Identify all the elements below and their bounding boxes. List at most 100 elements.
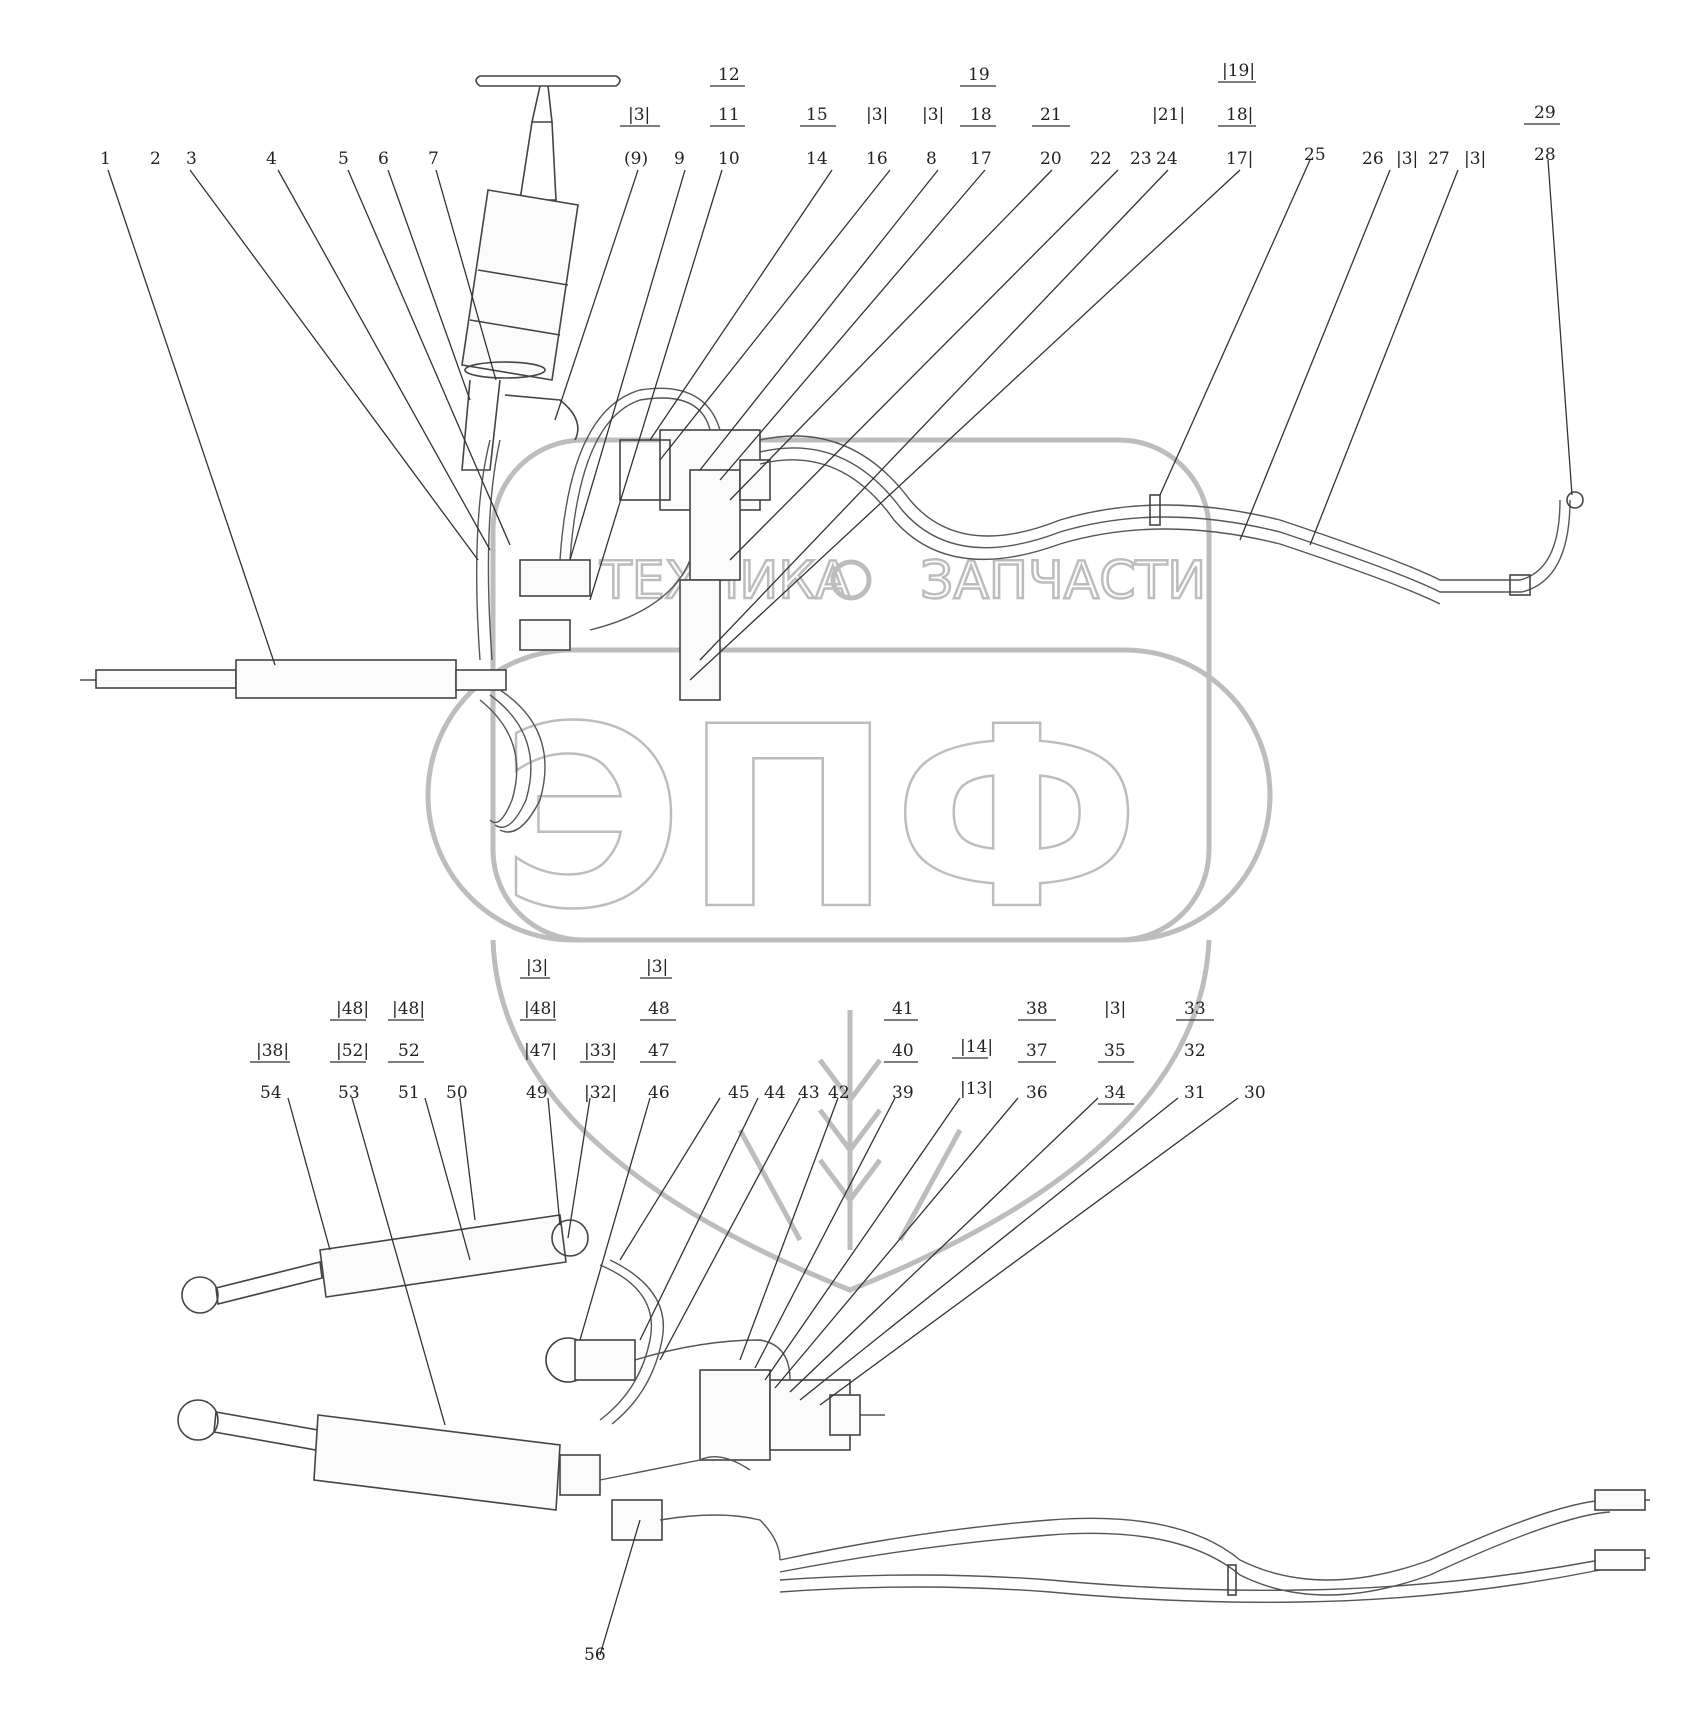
callout-14: 14 (806, 149, 828, 169)
leader-16 (659, 169, 891, 461)
valve-rod (679, 579, 721, 701)
steering-shaft-top (531, 85, 553, 123)
hose-loop-2 (489, 694, 532, 828)
pump-bracket (699, 1369, 771, 1461)
control-valve-body (574, 1339, 636, 1381)
hose-lower-1 (599, 1264, 653, 1421)
leader-45 (619, 1097, 721, 1261)
callout-3e: |3| (1464, 149, 1486, 169)
lower-long-hose-3 (779, 1557, 1651, 1591)
callout-37: 37 (1026, 1041, 1048, 1061)
watermark: ТЕХНИКА ЗАПЧАСТИ ЭПФ (425, 437, 1273, 1293)
leader-20 (729, 169, 1053, 501)
callout-39: 39 (892, 1083, 914, 1103)
hose-clamp (1149, 494, 1161, 526)
lower-hose-end-1 (1594, 1489, 1646, 1511)
callout-19: 19 (968, 65, 990, 85)
callout-labels-upper: 1 2 3 4 5 6 7 |3| (9) 9 12 11 10 15 14 |… (100, 61, 1560, 169)
callout-3-l1: |3| (526, 957, 548, 977)
callout-3a: |3| (628, 105, 650, 125)
leader-5 (347, 169, 511, 546)
leader-26 (1239, 169, 1391, 541)
hose-lower-5 (659, 1514, 781, 1561)
hose-column-down-1 (475, 439, 491, 661)
leader-lines-lower (287, 1097, 1239, 1656)
callout-54: 54 (260, 1083, 282, 1103)
callout-2: 2 (150, 149, 161, 169)
callout-19a: |19| (1222, 61, 1255, 81)
callout-38-l1: |38| (256, 1041, 289, 1061)
mount-bracket (619, 439, 671, 501)
callout-31: 31 (1184, 1083, 1206, 1103)
callout-22: 22 (1090, 149, 1112, 169)
leader-39 (754, 1097, 896, 1369)
leader-50 (459, 1097, 476, 1221)
leader-17 (719, 169, 986, 481)
callout-52: 52 (398, 1041, 420, 1061)
rod-upper (215, 1261, 323, 1305)
callout-49: 49 (526, 1083, 548, 1103)
rod-eye-lower (177, 1399, 219, 1441)
callout-28: 28 (1534, 145, 1556, 165)
callout-38: 38 (1026, 999, 1048, 1019)
callout-48-l3: |48| (392, 999, 425, 1019)
callout-3b: |3| (866, 105, 888, 125)
callout-46: 46 (648, 1083, 670, 1103)
check-valve (611, 1499, 663, 1541)
callout-52-l1: |52| (336, 1041, 369, 1061)
callout-23: 23 (1130, 149, 1152, 169)
callout-18: 18 (970, 105, 992, 125)
callout-20: 20 (1040, 149, 1062, 169)
callout-47: 47 (648, 1041, 670, 1061)
callout-34: 34 (1104, 1083, 1126, 1103)
callout-41: 41 (892, 999, 914, 1019)
callout-4: 4 (266, 149, 277, 169)
lower-long-hose-1 (779, 1499, 1650, 1581)
callout-18a: 18| (1226, 105, 1253, 125)
callout-25: 25 (1304, 145, 1326, 165)
leader-24 (699, 169, 1169, 661)
leader-53 (351, 1097, 446, 1426)
leader-43 (659, 1097, 801, 1361)
callout-48-l2: |48| (336, 999, 369, 1019)
hose-valve-link (589, 559, 691, 631)
callout-35: 35 (1104, 1041, 1126, 1061)
hose-to-distributor-1 (569, 397, 711, 561)
tee-fitting (519, 559, 591, 597)
valve-stem (689, 469, 741, 581)
leader-4 (277, 169, 491, 551)
column-flange (464, 361, 546, 379)
cylinder-lower-end (559, 1454, 601, 1496)
leader-25 (1159, 159, 1311, 496)
callout-8: 8 (926, 149, 937, 169)
gear-icon (830, 559, 872, 601)
pump-flange (829, 1394, 861, 1436)
valve-fitting (739, 459, 771, 501)
callout-32-l1: |32| (584, 1083, 617, 1103)
hose-loop-3 (479, 699, 518, 824)
leader-3a (554, 169, 639, 421)
callout-9: 9 (674, 149, 685, 169)
leader-42 (739, 1097, 839, 1361)
callout-14-l1: |14| (960, 1037, 993, 1057)
callout-29: 29 (1534, 103, 1556, 123)
leader-14 (649, 169, 833, 441)
watermark-shield (490, 939, 1212, 1293)
long-hose-2 (759, 447, 1571, 593)
hose-loop-1 (499, 689, 546, 833)
callout-17a: 17| (1226, 149, 1253, 169)
callout-3d: |3| (1396, 149, 1418, 169)
valve-block-small (519, 619, 571, 651)
steering-column-body (461, 189, 579, 381)
leader-46 (579, 1097, 651, 1341)
callout-40: 40 (892, 1041, 914, 1061)
watermark-text-zapchasti: ЗАПЧАСТИ (920, 551, 1206, 611)
callout-48-l1: |48| (524, 999, 557, 1019)
lower-hose-clamp (1227, 1564, 1237, 1596)
leader-lines-upper (107, 159, 1573, 681)
leader-54 (287, 1097, 331, 1251)
callout-10: 10 (718, 149, 740, 169)
callout-6: 6 (378, 149, 389, 169)
callout-12: 12 (718, 65, 740, 85)
